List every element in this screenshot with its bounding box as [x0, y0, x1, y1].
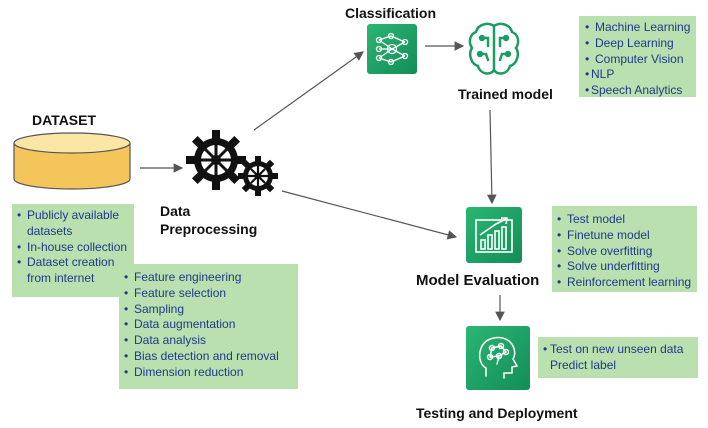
neural-network-icon — [375, 32, 409, 66]
list-item: Finetune model — [557, 228, 694, 244]
applications-box: Machine Learning Deep Learning Computer … — [579, 16, 696, 99]
preprocessing-steps-box: Feature engineering Feature selection Sa… — [119, 264, 298, 389]
list-item: Feature selection — [124, 286, 294, 302]
list-item: Computer Vision — [585, 52, 693, 68]
list-item: Test model — [557, 212, 694, 228]
arrow-preprocessing-to-evaluation — [281, 190, 458, 240]
testing-tile — [466, 326, 530, 390]
list-item: Dimension reduction — [124, 365, 294, 381]
list-item: Machine Learning — [585, 20, 693, 36]
gears-icon — [186, 130, 278, 196]
evaluation-steps-box: Test model Finetune model Solve overfitt… — [552, 206, 697, 292]
preprocessing-title-line2: Preprocessing — [160, 221, 258, 237]
preprocessing-title-line1: Data — [160, 203, 191, 219]
list-item: Test on new unseen data — [543, 342, 695, 358]
list-item: Bias detection and removal — [124, 349, 294, 365]
classification-title: Classification — [345, 5, 437, 21]
list-item: Feature engineering — [124, 270, 294, 286]
list-item: Predict label — [550, 357, 617, 372]
trained-model-title: Trained model — [458, 86, 553, 102]
list-item: Dataset creation — [17, 255, 130, 271]
dataset-title: DATASET — [32, 112, 97, 128]
list-item: Data analysis — [124, 333, 294, 349]
list-item: Data augmentation — [124, 317, 294, 333]
list-item: Publicly available — [17, 208, 130, 224]
testing-steps-box: Test on new unseen data Predict label — [538, 337, 698, 378]
list-item: Speech Analytics — [585, 83, 693, 99]
list-item: NLP — [585, 67, 693, 83]
list-item: datasets — [27, 223, 73, 238]
head-circuit-icon — [478, 336, 519, 379]
testing-deployment-title: Testing and Deployment — [416, 405, 578, 421]
evaluation-tile — [466, 207, 522, 263]
list-item: Solve overfitting — [557, 244, 694, 260]
classification-tile — [367, 24, 417, 74]
list-item: Sampling — [124, 302, 294, 318]
list-item: In-house collection — [17, 240, 130, 256]
arrow-trained-to-evaluation — [487, 109, 497, 205]
database-cylinder-icon — [13, 132, 131, 190]
brain-circuit-icon — [468, 22, 520, 75]
dataset-sources-box: Publicly available datasets In-house col… — [12, 204, 134, 297]
bar-chart-growth-icon — [475, 217, 513, 253]
list-item: Solve underfitting — [557, 259, 694, 275]
model-evaluation-title: Model Evaluation — [416, 272, 540, 289]
list-item: Reinforcement learning — [557, 275, 694, 291]
arrow-preprocessing-to-classification — [253, 51, 364, 131]
list-item: from internet — [27, 271, 95, 286]
list-item: Deep Learning — [585, 36, 693, 52]
